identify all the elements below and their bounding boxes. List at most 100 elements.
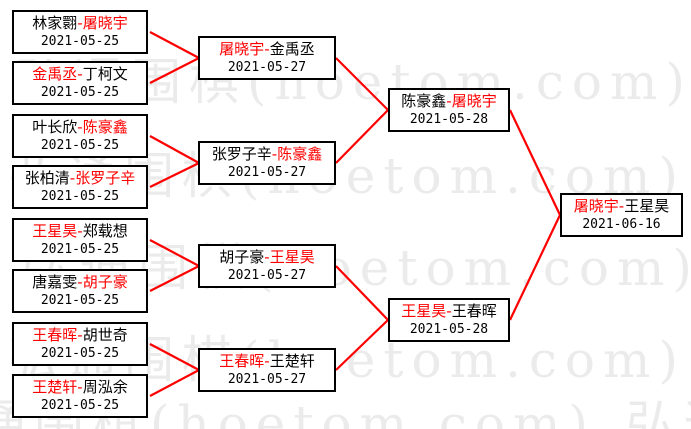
match-names: 王春晖-胡世奇 — [32, 326, 127, 345]
name-separator: - — [77, 273, 83, 291]
player1-name: 叶长欣 — [32, 118, 78, 136]
player1-name: 张柏清 — [24, 169, 70, 187]
name-separator: - — [77, 222, 83, 240]
match-date: 2021-05-25 — [40, 85, 120, 100]
connector-line — [335, 109, 389, 164]
match-box-r2-m4[interactable]: 王春晖-王楚轩 2021-05-27 — [198, 348, 336, 392]
match-names: 胡子豪-王星昊 — [219, 248, 314, 267]
player2-name: 张罗子辛 — [75, 169, 136, 187]
match-names: 屠晓宇-王星昊 — [574, 197, 669, 216]
match-names: 王楚轩-周泓余 — [32, 378, 127, 397]
match-names: 张罗子辛-陈豪鑫 — [212, 145, 322, 164]
match-date: 2021-05-25 — [40, 346, 120, 361]
match-date: 2021-05-27 — [227, 268, 307, 283]
match-date: 2021-05-28 — [409, 112, 489, 127]
match-box-sf-m2[interactable]: 王星昊-王春晖 2021-05-28 — [388, 298, 510, 342]
player2-name: 郑载想 — [82, 222, 128, 240]
match-date: 2021-05-27 — [227, 60, 307, 75]
name-separator: - — [264, 352, 270, 370]
player2-name: 周泓余 — [82, 378, 128, 396]
match-date: 2021-05-25 — [40, 398, 120, 413]
connector-line — [149, 369, 200, 397]
match-date: 2021-05-25 — [40, 34, 120, 49]
name-separator: - — [69, 169, 76, 187]
player1-name: 屠晓宇 — [219, 40, 265, 58]
player2-name: 胡子豪 — [82, 273, 128, 291]
player1-name: 王春晖 — [219, 352, 265, 370]
connector-line — [149, 239, 200, 267]
player2-name: 屠晓宇 — [82, 14, 128, 32]
match-box-r1-m1[interactable]: 林家翾-屠晓宇 2021-05-25 — [12, 10, 148, 54]
name-separator: - — [77, 118, 83, 136]
match-date: 2021-05-25 — [40, 293, 120, 308]
name-separator: - — [271, 145, 278, 163]
match-names: 张柏清-张罗子辛 — [25, 169, 135, 188]
match-date: 2021-05-25 — [40, 138, 120, 153]
name-separator: - — [77, 65, 83, 83]
match-names: 王星昊-郑载想 — [32, 222, 127, 241]
name-separator: - — [618, 197, 625, 215]
match-date: 2021-05-27 — [227, 372, 307, 387]
connector-line — [335, 265, 389, 321]
connector-line — [335, 319, 389, 371]
match-date: 2021-05-25 — [40, 242, 120, 257]
match-box-r2-m1[interactable]: 屠晓宇-金禹丞 2021-05-27 — [198, 36, 336, 80]
match-names: 林家翾-屠晓宇 — [32, 14, 127, 33]
connector-line — [149, 135, 200, 164]
match-box-r1-m2[interactable]: 金禹丞-丁柯文 2021-05-25 — [12, 61, 148, 105]
connector-line — [149, 57, 200, 84]
player2-name: 王楚轩 — [269, 352, 315, 370]
match-box-r1-m5[interactable]: 王星昊-郑载想 2021-05-25 — [12, 218, 148, 262]
name-separator: - — [446, 302, 452, 320]
name-separator: - — [264, 40, 270, 58]
connector-line — [149, 31, 200, 59]
match-names: 陈豪鑫-屠晓宇 — [401, 92, 496, 111]
match-date: 2021-05-25 — [40, 189, 120, 204]
player1-name: 张罗子辛 — [211, 145, 272, 163]
player2-name: 王星昊 — [269, 248, 315, 266]
player1-name: 王星昊 — [32, 222, 78, 240]
player1-name: 王星昊 — [401, 302, 447, 320]
player1-name: 屠晓宇 — [573, 197, 619, 215]
player2-name: 王星昊 — [624, 197, 670, 215]
match-box-r2-m2[interactable]: 张罗子辛-陈豪鑫 2021-05-27 — [198, 141, 336, 185]
match-box-r2-m3[interactable]: 胡子豪-王星昊 2021-05-27 — [198, 244, 336, 288]
match-box-sf-m1[interactable]: 陈豪鑫-屠晓宇 2021-05-28 — [388, 88, 510, 132]
match-date: 2021-06-16 — [582, 217, 661, 232]
player2-name: 王春晖 — [451, 302, 497, 320]
match-box-r1-m7[interactable]: 王春晖-胡世奇 2021-05-25 — [12, 322, 148, 366]
player2-name: 陈豪鑫 — [277, 145, 323, 163]
player1-name: 唐嘉雯 — [32, 273, 78, 291]
match-box-r1-m4[interactable]: 张柏清-张罗子辛 2021-05-25 — [12, 165, 148, 209]
connector-line — [149, 162, 200, 188]
connector-line — [335, 57, 389, 111]
player1-name: 胡子豪 — [219, 248, 265, 266]
match-names: 王春晖-王楚轩 — [219, 352, 314, 371]
player2-name: 金禹丞 — [269, 40, 315, 58]
match-box-final[interactable]: 屠晓宇-王星昊 2021-06-16 — [560, 193, 683, 237]
name-separator: - — [77, 326, 83, 344]
match-box-r1-m3[interactable]: 叶长欣-陈豪鑫 2021-05-25 — [12, 114, 148, 158]
player1-name: 陈豪鑫 — [401, 92, 447, 110]
player2-name: 胡世奇 — [82, 326, 128, 344]
connector-line — [509, 109, 561, 216]
connector-line — [149, 343, 200, 371]
match-box-r1-m8[interactable]: 王楚轩-周泓余 2021-05-25 — [12, 374, 148, 418]
player1-name: 林家翾 — [32, 14, 78, 32]
connector-line — [509, 214, 561, 321]
match-names: 金禹丞-丁柯文 — [32, 65, 127, 84]
player1-name: 王春晖 — [32, 326, 78, 344]
player1-name: 王楚轩 — [32, 378, 78, 396]
match-names: 屠晓宇-金禹丞 — [219, 40, 314, 59]
match-date: 2021-05-27 — [227, 165, 307, 180]
name-separator: - — [264, 248, 270, 266]
player2-name: 陈豪鑫 — [82, 118, 128, 136]
match-date: 2021-05-28 — [409, 322, 489, 337]
player2-name: 丁柯文 — [82, 65, 128, 83]
player1-name: 金禹丞 — [32, 65, 78, 83]
match-names: 王星昊-王春晖 — [401, 302, 496, 321]
name-separator: - — [77, 14, 83, 32]
match-box-r1-m6[interactable]: 唐嘉雯-胡子豪 2021-05-25 — [12, 269, 148, 313]
